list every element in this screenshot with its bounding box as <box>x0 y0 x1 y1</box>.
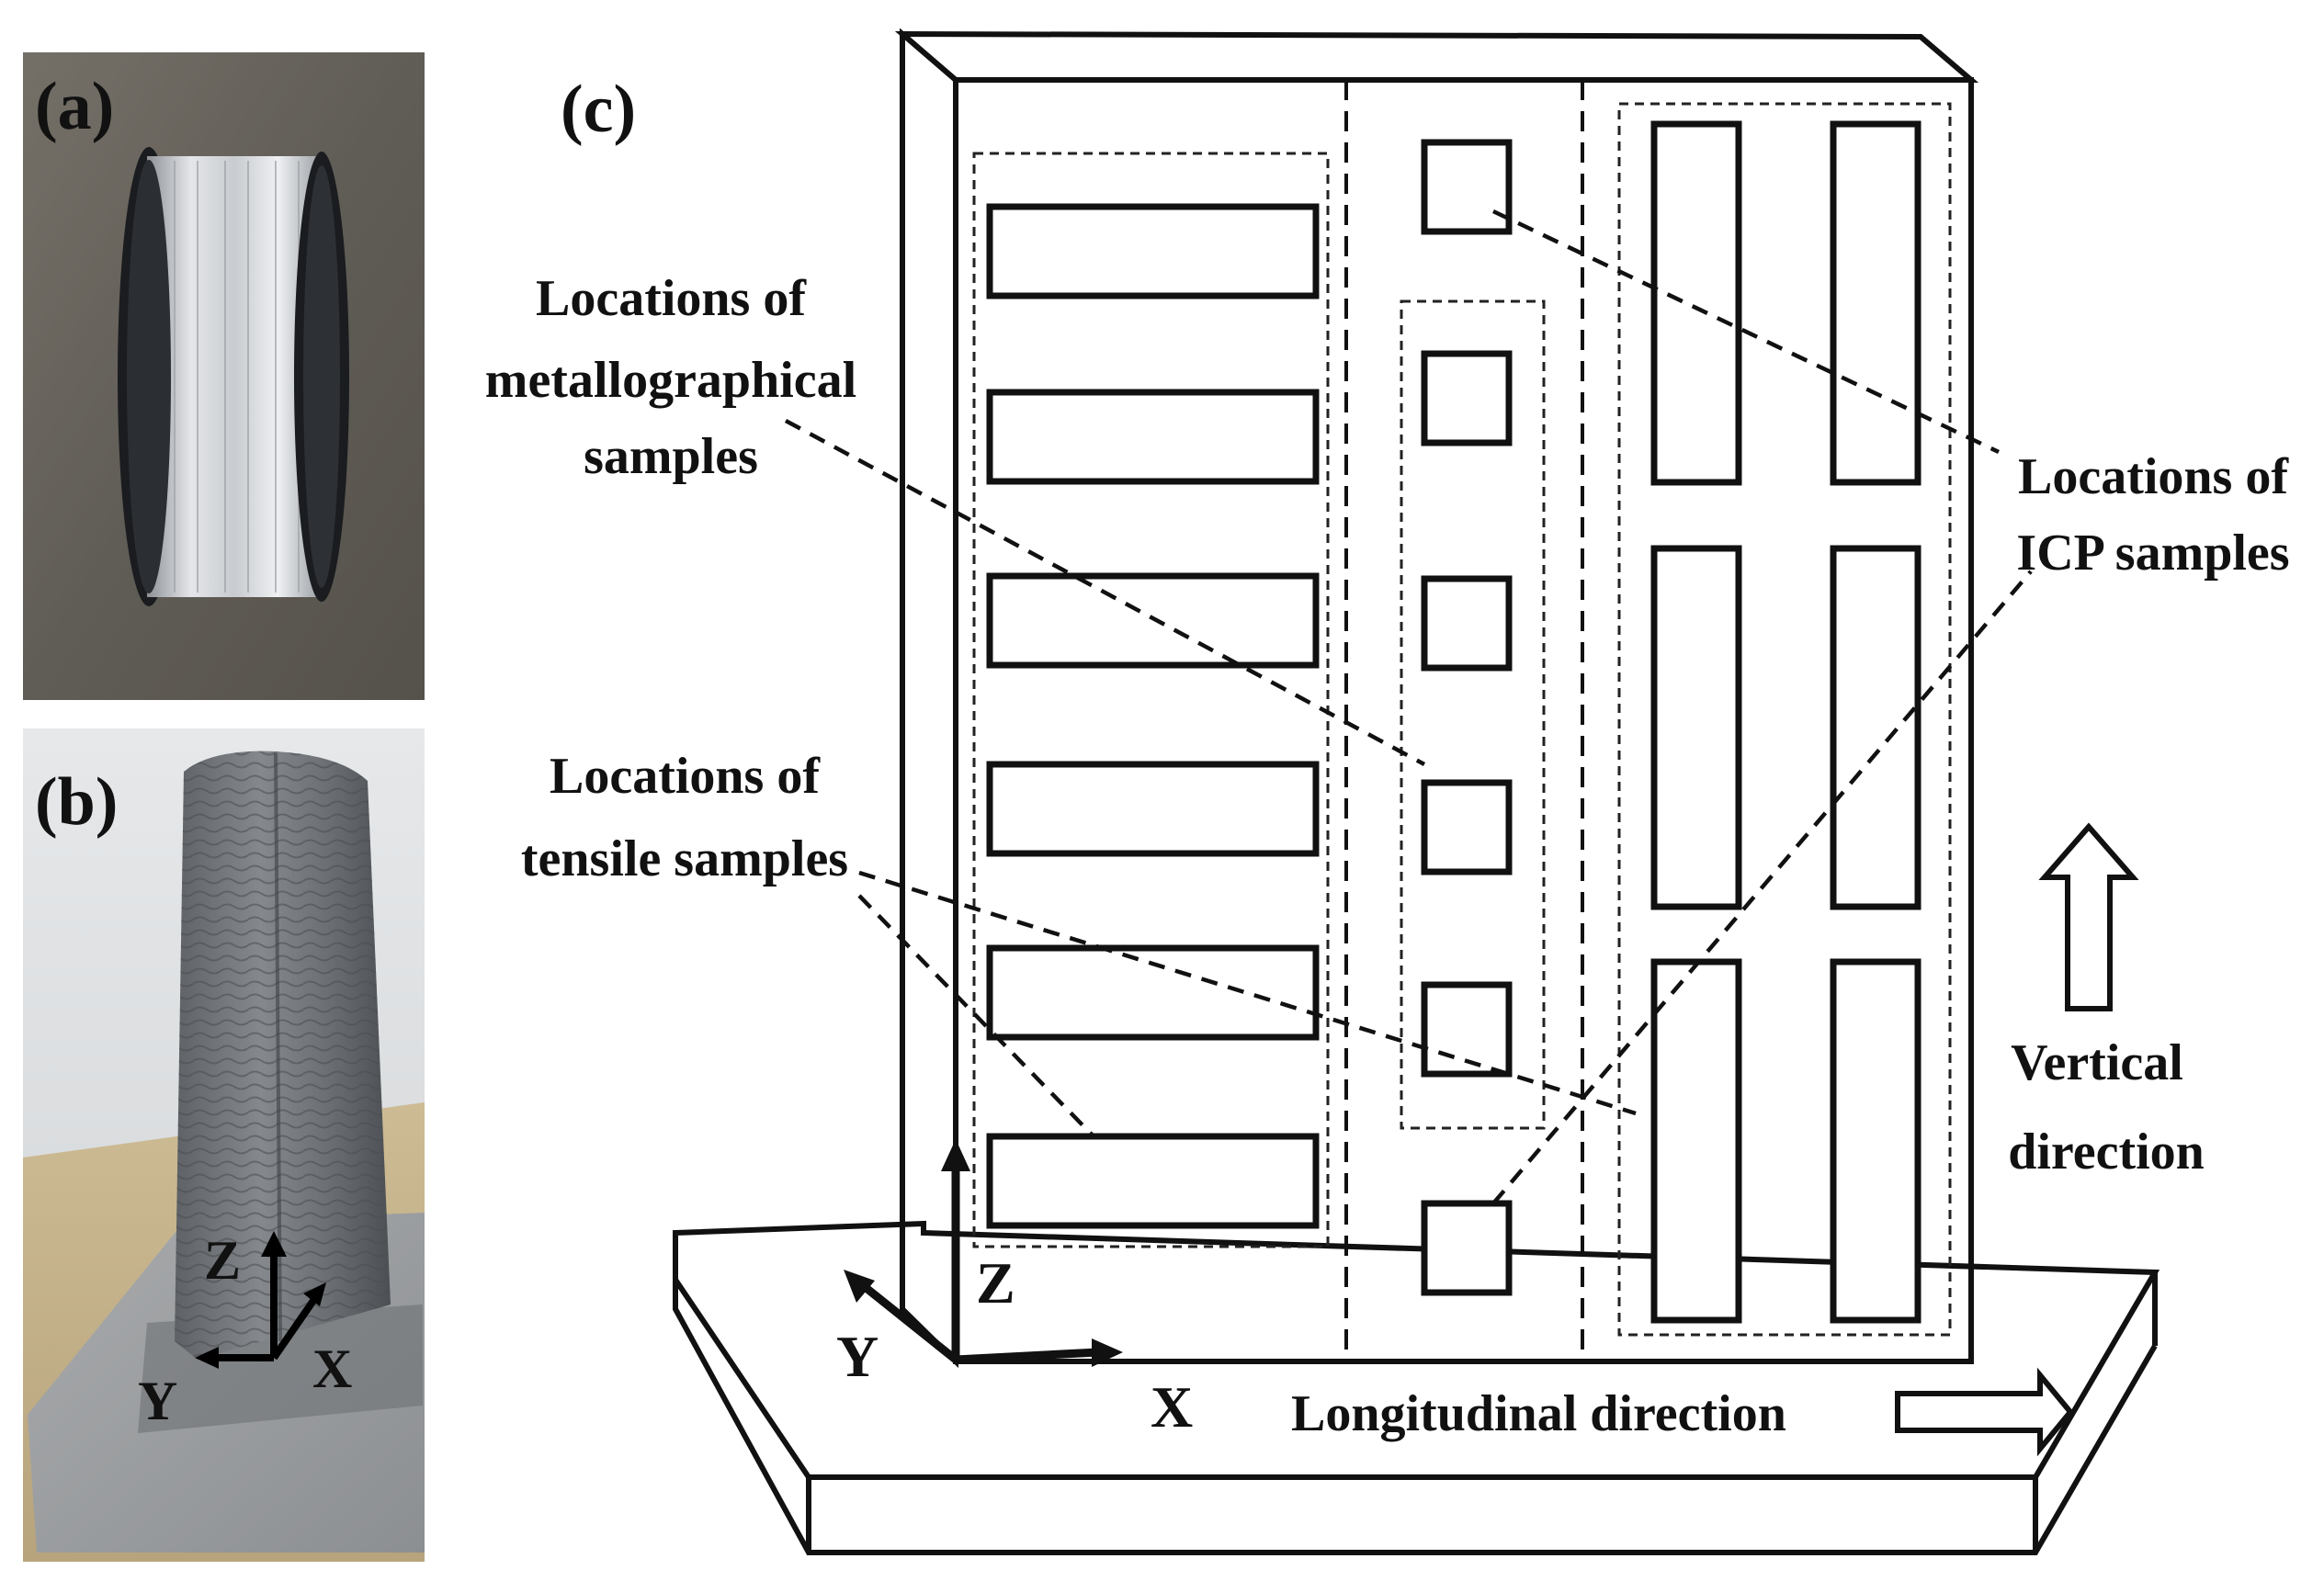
photo-panel-a: (a) <box>23 52 425 700</box>
deposited-wall <box>894 28 1979 1369</box>
axis-triad <box>844 1139 1123 1367</box>
panel-c-label: (c) <box>561 72 636 147</box>
icp-annotation: Locations of ICP samples <box>2016 448 2289 582</box>
annotation-line: tensile samples <box>521 830 848 887</box>
vertical-sample <box>1830 958 1922 1324</box>
icp-sample <box>1421 1200 1513 1296</box>
metallographic-leader <box>784 419 1426 766</box>
axis-y-label: Y <box>836 1324 879 1389</box>
metallographic-annotation: Locations of metallographical samples <box>485 270 856 485</box>
icp-samples-middle <box>1421 139 1513 1296</box>
panel-a-label: (a) <box>35 69 114 144</box>
tensile-leader-2 <box>858 870 1637 1116</box>
tensile-sample <box>986 203 1320 299</box>
annotation-line: Locations of <box>2018 448 2289 505</box>
deposited-wall-image <box>175 751 391 1360</box>
photo-axis-z-label: Z <box>204 1230 241 1291</box>
photo-axis-x-label: X <box>312 1338 352 1399</box>
tensile-sample-region <box>972 152 1330 1248</box>
tensile-sample <box>986 1133 1320 1229</box>
leader-lines <box>784 209 2033 1205</box>
annotation-line: Locations of <box>536 270 807 327</box>
axis-x-label: X <box>1151 1374 1193 1440</box>
annotation-line: ICP samples <box>2016 525 2289 582</box>
substrate-plate <box>673 1220 2160 1555</box>
tensile-samples <box>986 203 1320 1229</box>
photo-axis-y-label: Y <box>138 1371 177 1431</box>
metallographic-sample <box>1421 575 1513 672</box>
longitudinal-direction-label: Longitudinal direction <box>1291 1385 1786 1442</box>
annotation-line: direction <box>2008 1124 2205 1180</box>
axis-z-label: Z <box>976 1250 1015 1316</box>
annotation-line: Vertical <box>2011 1034 2183 1091</box>
right-samples <box>1650 120 1922 1324</box>
tensile-sample <box>986 761 1320 857</box>
annotation-line: metallographical <box>485 352 856 409</box>
photo-axis-triad <box>210 1249 321 1361</box>
vertical-sample <box>1650 120 1742 486</box>
vertical-sample <box>1830 545 1922 910</box>
tensile-leader-1 <box>857 894 1095 1138</box>
panel-b-label: (b) <box>35 764 118 840</box>
schematic-panel-c: Z X Y Locations of metallographical samp… <box>485 28 2290 1555</box>
tensile-sample <box>986 389 1320 485</box>
tensile-annotation: Locations of tensile samples <box>521 748 848 887</box>
vertical-direction-arrow <box>2038 822 2139 1011</box>
wire-spool-image <box>118 147 349 606</box>
vertical-sample <box>1830 120 1922 486</box>
tensile-sample <box>986 572 1320 669</box>
right-sample-region <box>1617 102 1952 1337</box>
metallographic-sample <box>1421 350 1513 446</box>
icp-sample <box>1421 139 1513 235</box>
metallographic-sample-region <box>1400 299 1546 1130</box>
icp-leader-2 <box>1491 570 2033 1205</box>
photo-panel-b: Z X Y (b) <box>23 728 425 1562</box>
metallographic-samples <box>1421 350 1513 1078</box>
annotation-line: Locations of <box>550 748 821 805</box>
icp-leader-1 <box>1492 209 2000 455</box>
vertical-sample <box>1650 545 1742 910</box>
vertical-direction-label: Vertical direction <box>2008 1034 2205 1180</box>
metallographic-sample <box>1421 779 1513 875</box>
vertical-sample <box>1650 958 1742 1324</box>
longitudinal-direction-arrow <box>1895 1367 2074 1457</box>
annotation-line: samples <box>584 428 758 485</box>
tensile-sample <box>986 944 1320 1041</box>
